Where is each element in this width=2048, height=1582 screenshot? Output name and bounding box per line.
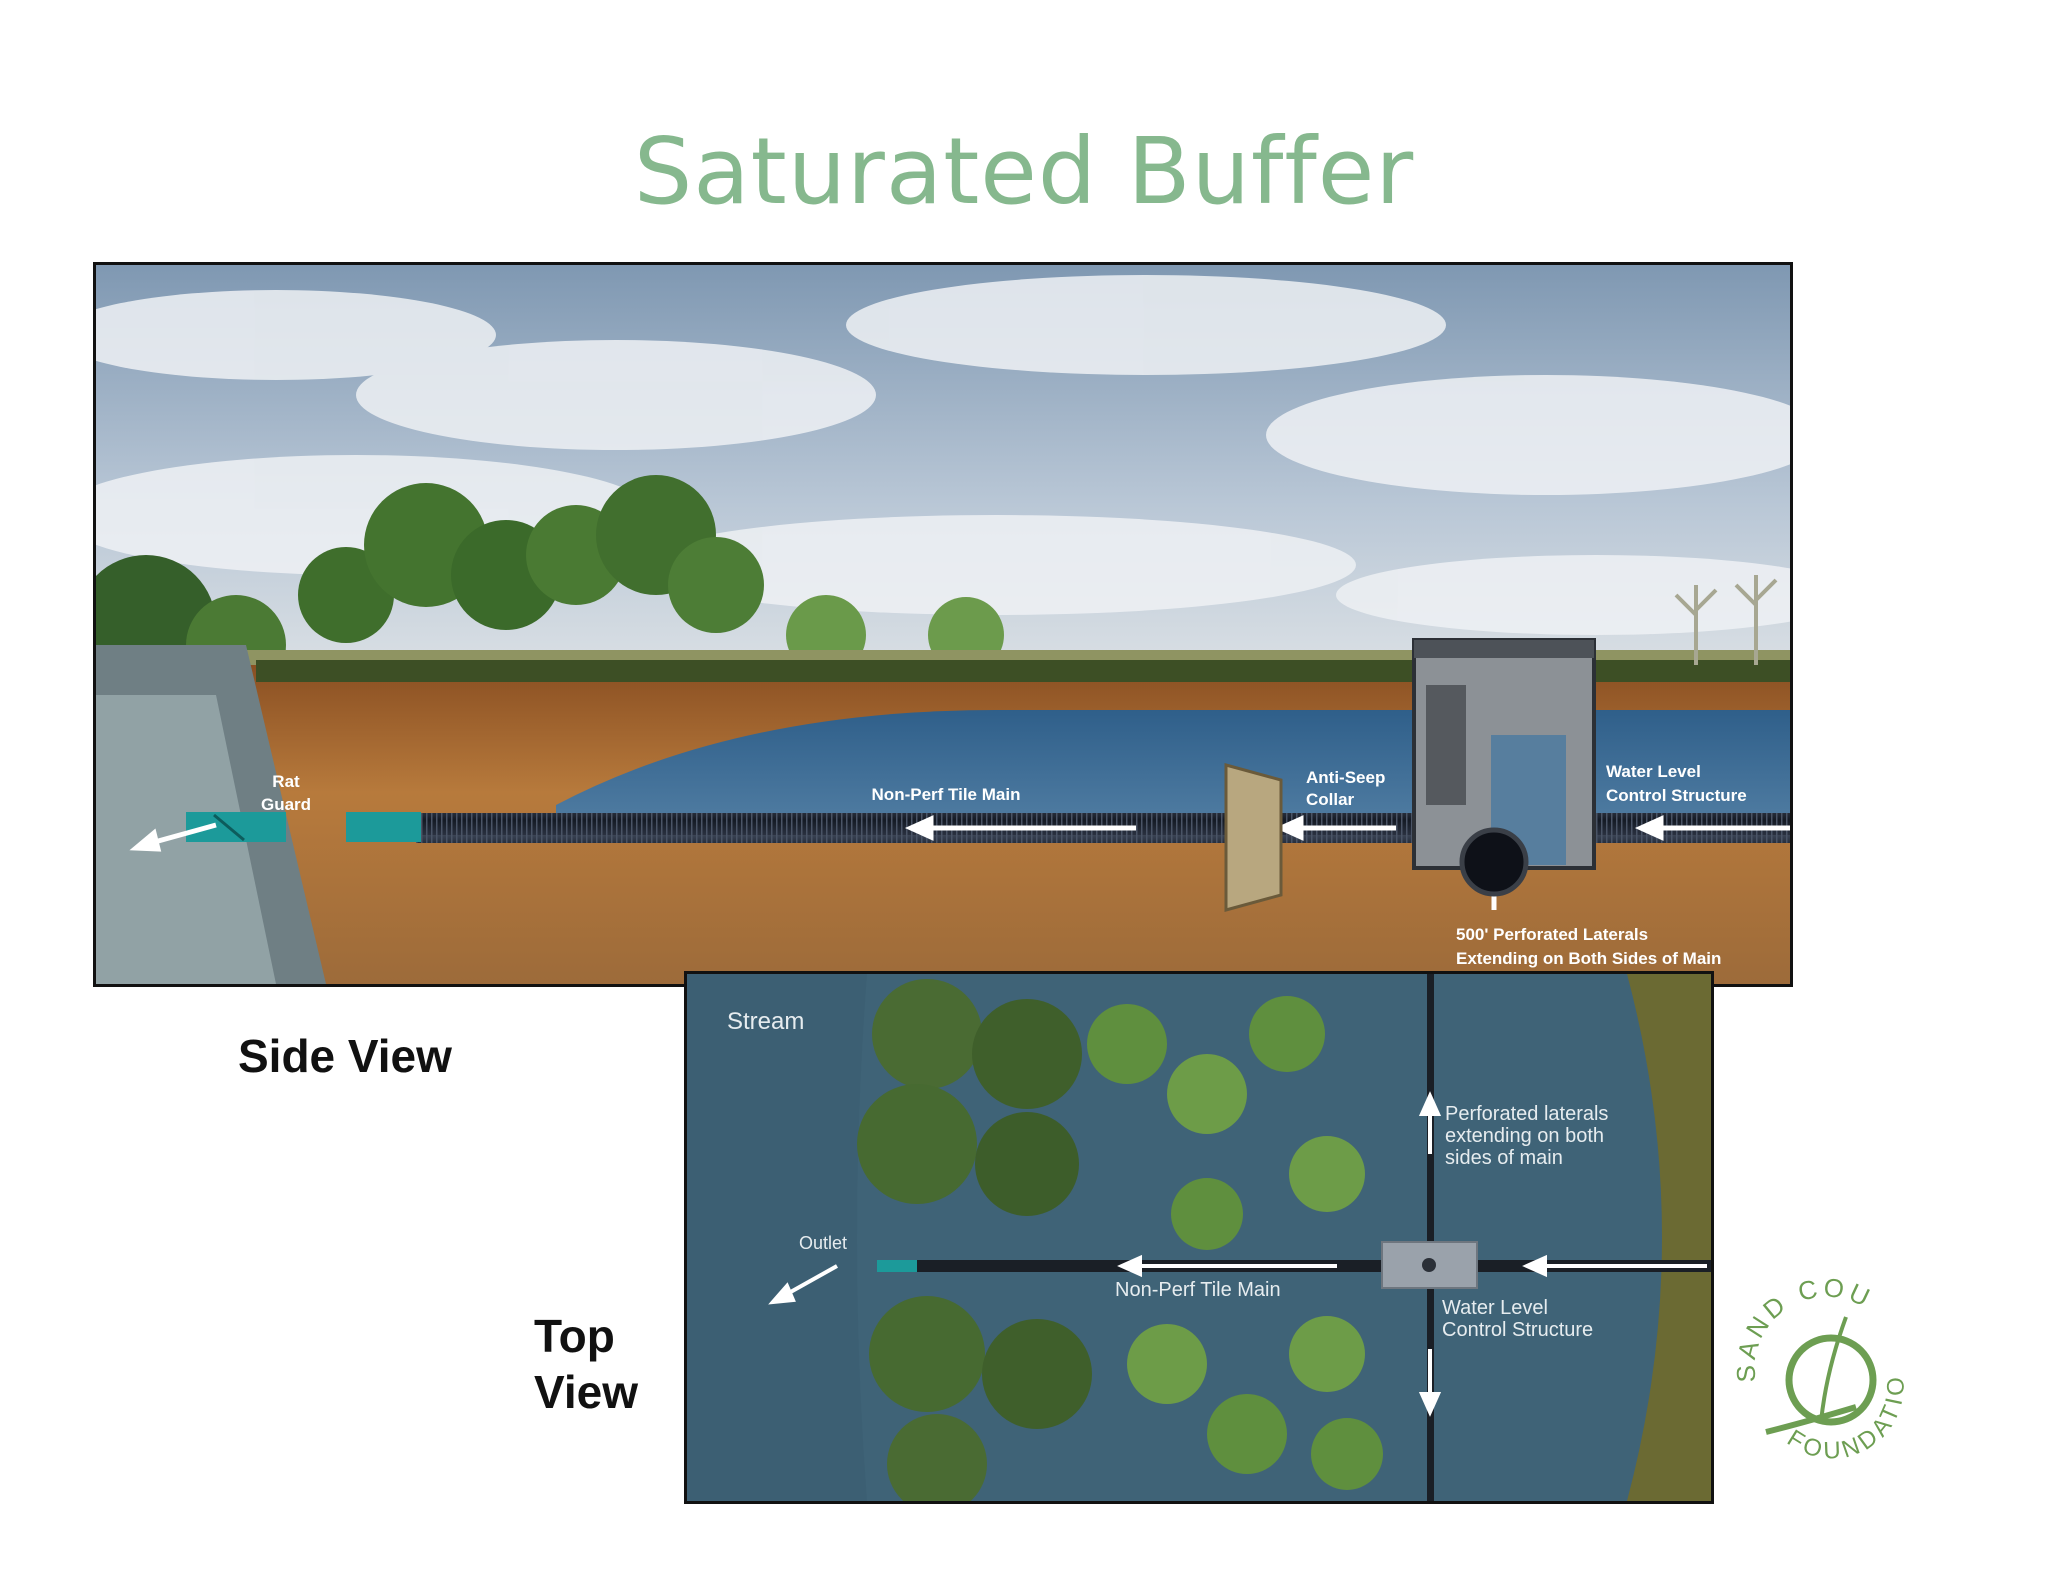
logo-top-text: SAND COUNTY bbox=[1726, 1272, 1878, 1383]
field-edge bbox=[1627, 974, 1711, 1501]
label-non-perf-main-top: Non-Perf Tile Main bbox=[1115, 1279, 1281, 1301]
sand-county-foundation-logo: SAND COUNTY FOUNDATION bbox=[1715, 1248, 1926, 1472]
logo-mark: SAND COUNTY FOUNDATION bbox=[1715, 1248, 1906, 1465]
label-wlcs-top-line1: Water Level bbox=[1442, 1297, 1548, 1319]
top-view-caption-line1: Top bbox=[534, 1310, 615, 1362]
label-non-perf-main: Non-Perf Tile Main bbox=[872, 785, 1021, 804]
label-anti-seep-line2: Collar bbox=[1306, 790, 1355, 809]
top-view-caption-line2: View bbox=[534, 1366, 638, 1418]
logo-ring bbox=[1785, 1334, 1877, 1426]
perforated-lateral bbox=[1427, 974, 1434, 1501]
logo-grass-stem bbox=[1819, 1316, 1848, 1423]
outlet-pipe-top bbox=[877, 1260, 917, 1272]
label-outlet: Outlet bbox=[799, 1233, 847, 1253]
label-laterals-line2: Extending on Both Sides of Main bbox=[1456, 949, 1721, 968]
control-structure-outlet bbox=[1422, 1258, 1436, 1272]
side-view-illustration: Rat Guard Non-Perf Tile Main Anti-Seep C… bbox=[96, 265, 1790, 984]
page-title: Saturated Buffer bbox=[633, 118, 1415, 225]
logo-leaf bbox=[1765, 1404, 1857, 1435]
label-wlcs-line1: Water Level bbox=[1606, 762, 1701, 781]
label-rat-guard-line1: Rat bbox=[272, 772, 300, 791]
top-view-caption: Top View bbox=[534, 1308, 734, 1420]
side-view-caption: Side View bbox=[238, 1030, 452, 1082]
buffer-trees bbox=[857, 979, 1383, 1501]
label-stream: Stream bbox=[727, 1008, 804, 1035]
label-laterals-line1: Perforated laterals bbox=[1445, 1103, 1608, 1125]
top-view-illustration: Stream Outlet Non-Perf Tile Main Perfora… bbox=[687, 974, 1711, 1501]
crop-plants bbox=[1674, 575, 1778, 665]
label-wlcs-top-line2: Control Structure bbox=[1442, 1319, 1593, 1341]
side-view-diagram: Rat Guard Non-Perf Tile Main Anti-Seep C… bbox=[93, 262, 1793, 987]
topsoil-grass bbox=[256, 660, 1790, 682]
label-rat-guard-line2: Guard bbox=[261, 795, 311, 814]
label-anti-seep-line1: Anti-Seep bbox=[1306, 768, 1385, 787]
label-laterals-line2: extending on both bbox=[1445, 1125, 1604, 1147]
rat-guard bbox=[213, 813, 245, 842]
outlet-pipe-end bbox=[346, 812, 421, 842]
label-laterals-line3: sides of main bbox=[1445, 1147, 1563, 1169]
label-laterals-line1: 500' Perforated Laterals bbox=[1456, 925, 1648, 944]
anti-seep-collar bbox=[1224, 763, 1283, 912]
label-wlcs-line2: Control Structure bbox=[1606, 786, 1747, 805]
top-view-diagram: Stream Outlet Non-Perf Tile Main Perfora… bbox=[684, 971, 1714, 1504]
water-level-control-structure bbox=[1412, 638, 1596, 897]
top-flow-arrows bbox=[768, 1091, 1707, 1417]
